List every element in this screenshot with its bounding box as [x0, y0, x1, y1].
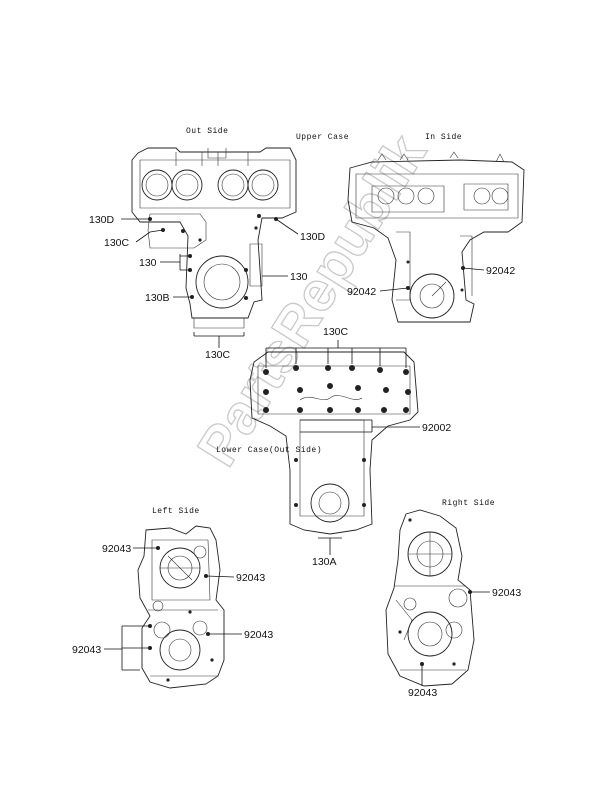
title-upper-case: Upper Case: [296, 133, 349, 142]
left-side-view: [137, 525, 225, 689]
callout-92042-left: 92042: [347, 286, 376, 298]
callout-130-right: 130: [290, 271, 308, 283]
title-right-side: Right Side: [442, 499, 495, 508]
callout-130c-left: 130C: [104, 237, 130, 249]
callout-left-92043-left: 92043: [72, 644, 101, 656]
callout-right-92043-right: 92043: [492, 587, 521, 599]
callout-left-92043-right: 92043: [236, 572, 265, 584]
callout-left-92043-top: 92043: [102, 543, 131, 555]
callout-130c-lower: 130C: [323, 326, 349, 338]
callout-130a: 130A: [312, 556, 337, 568]
title-in-side: In Side: [425, 133, 462, 142]
upper-case-outside-view: [131, 147, 297, 329]
right-side-view: [385, 509, 475, 687]
title-left-side: Left Side: [152, 507, 200, 516]
upper-case-inside-view: [347, 151, 525, 323]
callout-130-left: 130: [139, 257, 157, 269]
title-lower-case: Lower Case(Out Side): [216, 446, 322, 455]
callout-130d-right: 130D: [300, 231, 326, 243]
callout-130d-left: 130D: [89, 214, 115, 226]
callout-130c-bottom: 130C: [205, 349, 231, 361]
lower-case-outside-view: [249, 351, 419, 535]
callout-left-92043-mid: 92043: [244, 629, 273, 641]
callout-right-92043-bottom: 92043: [408, 687, 437, 699]
callout-92002: 92002: [422, 422, 451, 434]
lower-case-bolt-pattern: [263, 365, 411, 507]
title-out-side: Out Side: [186, 127, 228, 136]
callout-92042-right: 92042: [486, 265, 515, 277]
watermark: PartsRepublik: [185, 123, 438, 476]
callout-130b: 130B: [145, 292, 170, 304]
